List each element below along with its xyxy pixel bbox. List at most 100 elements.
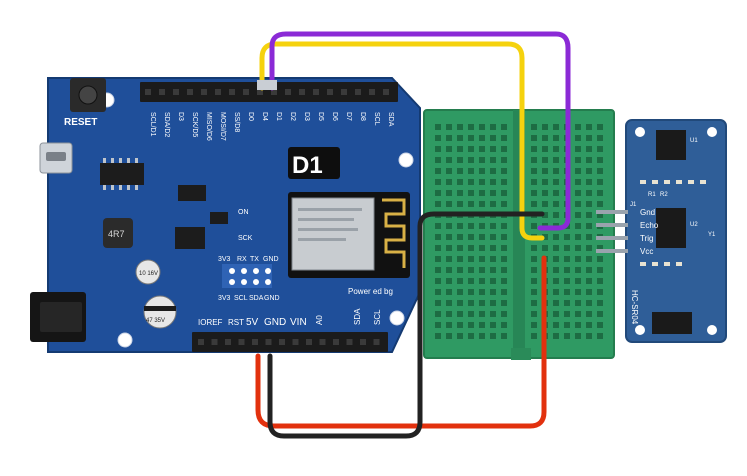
svg-text:J1: J1 bbox=[630, 202, 637, 208]
breadboard-hole bbox=[457, 289, 463, 295]
breadboard-hole bbox=[446, 190, 452, 196]
svg-text:TX: TX bbox=[250, 256, 259, 263]
breadboard-hole bbox=[575, 179, 581, 185]
breadboard-hole bbox=[531, 124, 537, 130]
top-pin-label: MISO/D6 bbox=[205, 112, 212, 141]
esp8266-module: Power ed bg bbox=[288, 192, 410, 296]
breadboard-hole bbox=[597, 190, 603, 196]
bottom-pin-hole bbox=[319, 339, 326, 345]
breadboard-hole bbox=[553, 190, 559, 196]
breadboard-hole bbox=[542, 190, 548, 196]
breadboard-hole bbox=[575, 223, 581, 229]
top-pin-label: D3 bbox=[303, 112, 310, 121]
small-ic bbox=[175, 227, 205, 249]
breadboard-hole bbox=[597, 256, 603, 262]
breadboard-hole bbox=[575, 201, 581, 207]
breadboard-hole bbox=[468, 245, 474, 251]
breadboard-hole bbox=[479, 135, 485, 141]
breadboard-hole bbox=[446, 245, 452, 251]
breadboard-hole bbox=[457, 168, 463, 174]
breadboard-hole bbox=[468, 256, 474, 262]
breadboard-hole bbox=[446, 124, 452, 130]
breadboard-hole bbox=[446, 267, 452, 273]
bottom-pin-hole bbox=[211, 339, 218, 345]
breadboard-hole bbox=[468, 311, 474, 317]
breadboard-hole bbox=[501, 190, 507, 196]
usb-serial-chip bbox=[100, 163, 144, 185]
header-2x4: 3V3 RX TX GND 3V3 SCL SDA GND bbox=[218, 256, 280, 302]
small-ic bbox=[178, 185, 206, 201]
breadboard-hole bbox=[468, 300, 474, 306]
breadboard-hole bbox=[490, 135, 496, 141]
breadboard-hole bbox=[597, 146, 603, 152]
bottom-pin-header bbox=[192, 332, 388, 352]
breadboard-hole bbox=[446, 146, 452, 152]
breadboard-hole bbox=[457, 256, 463, 262]
breadboard-hole bbox=[446, 300, 452, 306]
breadboard-hole bbox=[586, 124, 592, 130]
svg-text:3V3: 3V3 bbox=[218, 256, 231, 263]
breadboard-hole bbox=[597, 212, 603, 218]
breadboard-hole bbox=[597, 278, 603, 284]
breadboard-hole bbox=[531, 311, 537, 317]
breadboard-hole bbox=[586, 135, 592, 141]
breadboard-hole bbox=[501, 135, 507, 141]
breadboard-hole bbox=[501, 223, 507, 229]
breadboard-hole bbox=[457, 245, 463, 251]
breadboard-hole bbox=[479, 311, 485, 317]
breadboard-hole bbox=[597, 168, 603, 174]
breadboard-hole bbox=[468, 179, 474, 185]
breadboard-hole bbox=[597, 322, 603, 328]
breadboard-hole bbox=[531, 267, 537, 273]
breadboard-hole bbox=[446, 223, 452, 229]
breadboard-hole bbox=[531, 245, 537, 251]
breadboard-hole bbox=[586, 245, 592, 251]
breadboard-hole bbox=[490, 322, 496, 328]
top-pin-hole bbox=[313, 89, 319, 95]
breadboard-hole bbox=[575, 124, 581, 130]
breadboard-hole bbox=[553, 212, 559, 218]
breadboard-hole bbox=[468, 190, 474, 196]
breadboard-hole bbox=[564, 278, 570, 284]
breadboard-hole bbox=[479, 322, 485, 328]
top-pin-hole bbox=[257, 89, 263, 95]
breadboard-hole bbox=[597, 311, 603, 317]
breadboard-hole bbox=[490, 201, 496, 207]
breadboard-hole bbox=[479, 267, 485, 273]
breadboard-hole bbox=[457, 157, 463, 163]
red-wire bbox=[255, 255, 547, 429]
top-pin-hole bbox=[369, 89, 375, 95]
top-pin-label: D8 bbox=[359, 112, 366, 121]
breadboard-hole bbox=[531, 168, 537, 174]
sensor-header-pins bbox=[596, 210, 628, 253]
breadboard-hole bbox=[435, 245, 441, 251]
yellow-wire bbox=[259, 41, 545, 241]
breadboard-hole bbox=[501, 256, 507, 262]
top-pin-hole bbox=[229, 89, 235, 95]
pin-label-gnd: GND bbox=[264, 317, 286, 328]
top-pin-label: SS/D8 bbox=[233, 112, 240, 132]
breadboard-hole bbox=[575, 168, 581, 174]
sensor-chip bbox=[656, 130, 686, 160]
top-pin-hole bbox=[187, 89, 193, 95]
top-pin-label: SDA bbox=[387, 112, 394, 127]
top-pin-hole bbox=[173, 89, 179, 95]
pin-label-vin: VIN bbox=[290, 317, 307, 328]
breadboard-hole bbox=[531, 289, 537, 295]
breadboard-hole bbox=[501, 245, 507, 251]
bottom-pin-hole bbox=[198, 339, 204, 345]
pin-label-a0: A0 bbox=[315, 315, 324, 325]
breadboard-hole bbox=[531, 201, 537, 207]
breadboard-hole bbox=[553, 179, 559, 185]
breadboard-hole bbox=[479, 190, 485, 196]
bottom-pin-hole bbox=[238, 339, 245, 345]
breadboard-hole bbox=[553, 135, 559, 141]
black-wire bbox=[267, 211, 545, 439]
breadboard-hole bbox=[501, 168, 507, 174]
breadboard-hole bbox=[479, 333, 485, 339]
breadboard-hole bbox=[597, 333, 603, 339]
breadboard-hole bbox=[490, 168, 496, 174]
micro-usb-port bbox=[39, 142, 73, 174]
breadboard-hole bbox=[479, 201, 485, 207]
